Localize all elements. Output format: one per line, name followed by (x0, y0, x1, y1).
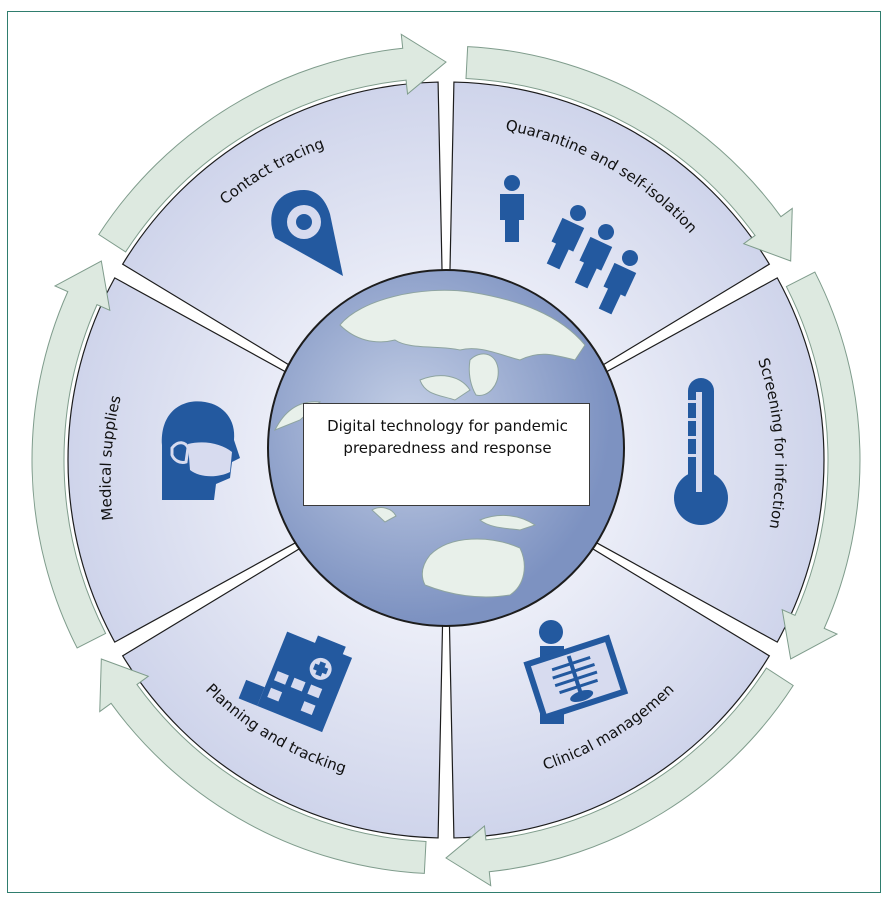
people-icon (500, 175, 638, 315)
segment-icons (161, 175, 728, 733)
thermometer-icon (674, 378, 728, 525)
globe-land (273, 289, 586, 598)
cycle-arrow (445, 667, 794, 887)
location-pin-icon (271, 190, 343, 276)
figure-frame (7, 11, 881, 893)
center-title-line-2: preparedness and response (343, 439, 552, 457)
cycle-arrow (99, 658, 427, 874)
cycle-arrow (98, 33, 447, 253)
xray-icon (523, 620, 629, 724)
center-title-box: Digital technology for pandemic prepared… (303, 403, 590, 506)
cycle-arrow (465, 46, 793, 262)
cycle-arrow (781, 271, 861, 660)
face-mask-icon (161, 401, 240, 500)
center-title-line-1: Digital technology for pandemic (327, 417, 568, 435)
hospital-icon (238, 631, 353, 733)
cycle-arrows (31, 33, 861, 887)
cycle-arrow (31, 260, 111, 649)
